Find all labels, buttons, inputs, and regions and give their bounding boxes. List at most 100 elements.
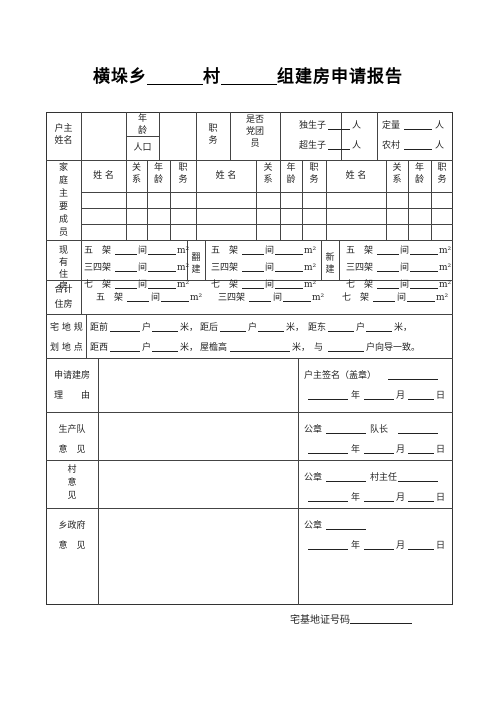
fill-blank[interactable] <box>404 140 432 153</box>
fill-blank[interactable] <box>275 262 303 275</box>
site-text: 米， <box>394 323 413 333</box>
fill-blank[interactable] <box>404 120 432 133</box>
family-relation-header: 关 系 <box>392 163 402 185</box>
certificate-number-blank[interactable] <box>350 614 412 624</box>
fill-blank[interactable] <box>377 245 399 258</box>
date-blank[interactable] <box>364 492 394 505</box>
grid-line <box>86 314 87 358</box>
fill-blank[interactable] <box>407 292 435 305</box>
seal-blank[interactable] <box>326 424 366 437</box>
fill-blank[interactable] <box>410 245 438 258</box>
fill-blank[interactable] <box>328 140 350 153</box>
fill-blank[interactable] <box>410 279 438 292</box>
site-text: 米， <box>286 323 305 333</box>
family-name-header: 姓 名 <box>345 171 367 181</box>
signature-blank[interactable] <box>398 424 438 437</box>
signature-blank[interactable] <box>388 370 438 383</box>
current-row-label: 三四架 <box>84 263 112 273</box>
fill-blank[interactable] <box>283 292 311 305</box>
fill-blank[interactable] <box>115 262 137 275</box>
fill-blank[interactable] <box>275 245 303 258</box>
fill-blank[interactable] <box>366 322 392 335</box>
grid-line <box>81 192 453 193</box>
family-name-header: 姓 名 <box>215 171 237 181</box>
fill-blank[interactable] <box>258 322 284 335</box>
fill-blank[interactable] <box>127 292 149 305</box>
site-text: 户 <box>142 323 152 333</box>
date-blank[interactable] <box>408 540 434 553</box>
seal-blank[interactable] <box>326 472 366 485</box>
fill-blank[interactable] <box>242 279 264 292</box>
date-blank[interactable] <box>308 540 348 553</box>
group-blank[interactable] <box>221 84 277 85</box>
fill-blank[interactable] <box>115 245 137 258</box>
family-position-header: 职 务 <box>178 163 188 185</box>
site-label: 划 地 点 <box>50 343 83 353</box>
area-unit: m² <box>304 280 317 290</box>
grid-line <box>126 136 159 137</box>
date-year: 年 <box>351 541 361 551</box>
grid-line <box>341 112 342 160</box>
grid-line <box>46 314 453 315</box>
date-day: 日 <box>436 493 446 503</box>
site-text: 距后 <box>200 323 219 333</box>
fill-blank[interactable] <box>148 245 176 258</box>
date-blank[interactable] <box>408 444 434 457</box>
fill-blank[interactable] <box>328 322 354 335</box>
room-label: 间 <box>273 293 283 303</box>
fill-blank[interactable] <box>377 262 399 275</box>
date-blank[interactable] <box>308 492 348 505</box>
unit-label: 人 <box>352 141 362 151</box>
page-title: 横垛乡村组建房申请报告 <box>93 67 403 87</box>
grid-line <box>98 412 99 460</box>
signature-blank[interactable] <box>398 472 438 485</box>
date-blank[interactable] <box>308 444 348 457</box>
fill-blank[interactable] <box>242 245 264 258</box>
site-text: 户 <box>248 323 258 333</box>
fill-blank[interactable] <box>275 279 303 292</box>
fill-blank[interactable] <box>242 262 264 275</box>
room-label: 间 <box>265 246 275 256</box>
fill-blank[interactable] <box>110 342 140 355</box>
date-blank[interactable] <box>408 390 434 403</box>
grid-line <box>298 508 299 605</box>
signature-label: 村主任 <box>370 473 398 483</box>
site-text: 米， <box>292 343 311 353</box>
section-label: 村 意 见 <box>67 465 77 501</box>
date-blank[interactable] <box>364 444 394 457</box>
section-label: 理 由 <box>53 391 90 401</box>
unit-label: 人 <box>435 121 445 131</box>
fill-blank[interactable] <box>328 342 364 355</box>
fill-blank[interactable] <box>152 342 178 355</box>
family-relation-header: 关 系 <box>131 163 141 185</box>
fill-blank[interactable] <box>148 279 176 292</box>
date-blank[interactable] <box>308 390 348 403</box>
family-age-header: 年 龄 <box>153 163 163 185</box>
grid-line <box>46 460 453 461</box>
fill-blank[interactable] <box>328 120 350 133</box>
total-housing-label: 合计 住房 <box>54 285 73 310</box>
date-blank[interactable] <box>364 540 394 553</box>
grid-line <box>431 160 432 240</box>
fill-blank[interactable] <box>230 342 290 355</box>
grid-line <box>187 240 188 280</box>
area-unit: m² <box>436 293 449 303</box>
fill-blank[interactable] <box>148 262 176 275</box>
village-blank[interactable] <box>147 84 203 85</box>
fill-blank[interactable] <box>152 322 178 335</box>
fill-blank[interactable] <box>220 322 246 335</box>
fill-blank[interactable] <box>249 292 271 305</box>
fill-blank[interactable] <box>377 279 399 292</box>
date-blank[interactable] <box>364 390 394 403</box>
date-month: 月 <box>396 493 406 503</box>
fill-blank[interactable] <box>161 292 189 305</box>
fill-blank[interactable] <box>115 279 137 292</box>
party-member-label: 是否 党团 员 <box>245 115 264 149</box>
fill-blank[interactable] <box>410 262 438 275</box>
grid-line <box>46 240 453 241</box>
fill-blank[interactable] <box>373 292 395 305</box>
seal-blank[interactable] <box>326 520 366 533</box>
date-blank[interactable] <box>408 492 434 505</box>
fill-blank[interactable] <box>110 322 140 335</box>
renovate-row-label: 三四架 <box>211 263 239 273</box>
